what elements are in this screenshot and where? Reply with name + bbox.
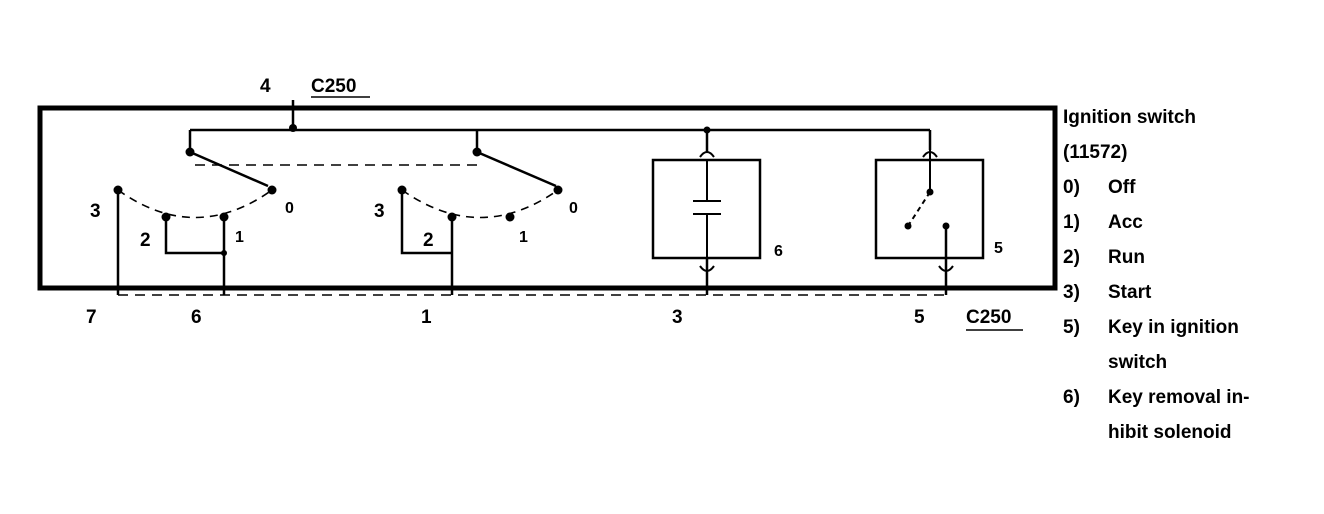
legend-item: 3) Start <box>1063 282 1152 303</box>
middle-rotary-switch <box>397 147 563 295</box>
middle-contact-arc <box>401 189 559 219</box>
middle-wiper-pivot <box>472 147 482 157</box>
top-pin-label: 4 <box>260 76 271 97</box>
left-pos-2-label: 2 <box>140 230 151 251</box>
middle-contact-0 <box>553 185 563 195</box>
middle-wiper-arm <box>476 150 557 188</box>
bottom-pin-5: 5 <box>914 307 925 328</box>
legend-item: 0) Off <box>1063 177 1136 198</box>
left-rotary-switch <box>113 147 277 295</box>
top-connector-label: C250 <box>311 76 356 97</box>
switch-housing <box>37 105 1058 291</box>
left-wiper-pivot <box>185 147 195 157</box>
left-contact-arc <box>117 189 273 219</box>
left-pos-3-label: 3 <box>90 201 101 222</box>
legend-item: 1) Acc <box>1063 212 1143 233</box>
legend-item: 6) Key removal in- <box>1063 387 1250 408</box>
legend-item-continued: hibit solenoid <box>1108 422 1232 443</box>
legend-item: 5) Key in ignition <box>1063 317 1239 338</box>
left-pos-0-label: 0 <box>285 200 294 217</box>
top-feed-dots <box>289 124 711 134</box>
solenoid-number-label: 6 <box>774 243 783 260</box>
middle-pos-3-label: 3 <box>374 201 385 222</box>
left-pos-1-label: 1 <box>235 229 244 246</box>
middle-pos-0-label: 0 <box>569 200 578 217</box>
bottom-pin-3: 3 <box>672 307 683 328</box>
bottom-connector-label: C250 <box>966 307 1011 328</box>
solenoid-component <box>651 151 762 295</box>
legend-item: 2) Run <box>1063 247 1145 268</box>
key-switch-component <box>874 150 985 295</box>
bottom-pin-7: 7 <box>86 307 97 328</box>
legend-item-continued: switch <box>1108 352 1168 373</box>
left-contact-0 <box>267 185 277 195</box>
legend-part-number: (11572) <box>1063 142 1128 163</box>
middle-pos-1-label: 1 <box>519 229 528 246</box>
left-wiper-arm <box>189 150 269 188</box>
legend: Ignition switch (11572) 0) Off 1) Acc 2)… <box>1063 100 1321 450</box>
middle-pos-2-label: 2 <box>423 230 434 251</box>
bottom-pin-1: 1 <box>421 307 432 328</box>
middle-contact-1 <box>505 212 515 222</box>
key-switch-number-label: 5 <box>994 240 1003 257</box>
legend-title: Ignition switch <box>1063 107 1196 128</box>
bottom-pin-6: 6 <box>191 307 202 328</box>
